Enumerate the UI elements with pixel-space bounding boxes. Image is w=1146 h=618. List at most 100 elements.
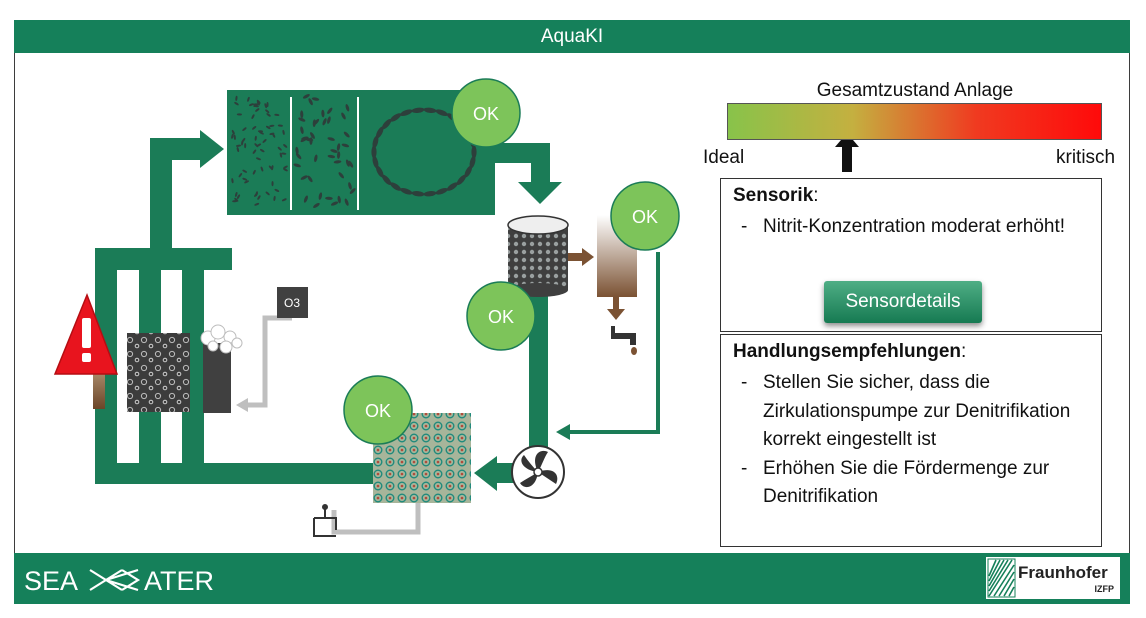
fish-shape [266, 125, 271, 130]
fish-shape [435, 109, 448, 117]
fish-shape [308, 98, 313, 106]
fish-shape [254, 192, 258, 197]
fish-shape [341, 112, 346, 120]
fish-shape [390, 182, 402, 191]
fish-shape [423, 190, 437, 197]
fish-shape [464, 165, 473, 178]
fish-shape [260, 166, 264, 172]
fish-shape [234, 101, 239, 106]
list-item: Stellen Sie sicher, dass die Zirkulation… [733, 369, 1089, 455]
fish-shape [456, 174, 467, 185]
fish-shape [327, 137, 335, 141]
fish-shape [313, 202, 320, 208]
recommendations-heading: Handlungsempfehlungen [733, 341, 961, 362]
ok-badge: OK [343, 375, 413, 445]
fish-shape [307, 175, 313, 183]
sensor-details-button[interactable]: Sensordetails [824, 281, 982, 323]
fish-shape [322, 118, 327, 126]
fish-shape [265, 191, 270, 196]
fish-shape [256, 157, 261, 161]
fish-shape [390, 113, 402, 122]
fish-shape [469, 155, 476, 169]
fish-shape [337, 151, 341, 159]
fish-shape [372, 155, 379, 169]
fish-shape [446, 182, 458, 191]
status-pointer-arrow [835, 133, 859, 172]
fish-shape [314, 154, 318, 163]
fish-shape [400, 187, 413, 195]
fish-shape [411, 190, 425, 197]
fish-shape [247, 96, 250, 102]
fish-shape [257, 195, 261, 200]
drain-tap-icon [611, 326, 636, 345]
fish-shape [241, 137, 246, 143]
status-high-label: kritisch [1056, 147, 1116, 168]
fish-shape [283, 165, 288, 169]
footer-bar [14, 553, 1130, 604]
fish-shape [321, 109, 325, 118]
fish-shape [257, 130, 264, 133]
fish-shape [252, 126, 257, 130]
fish-shape [327, 107, 333, 114]
svg-text:OK: OK [473, 104, 499, 124]
fish-shape [372, 135, 379, 149]
fish-shape [283, 168, 288, 172]
fish-shape [277, 146, 282, 151]
ozone-column [203, 343, 231, 413]
fish-shape [274, 188, 280, 192]
fish-shape [269, 124, 275, 127]
fish-shape [252, 169, 256, 175]
fish-shape [236, 147, 240, 153]
fish-shape [330, 201, 339, 206]
fish-shape [343, 131, 350, 138]
fish-shape [345, 159, 350, 167]
fish-shape [293, 163, 301, 168]
fish-shape [338, 172, 345, 179]
fish-shape [264, 103, 267, 109]
fish-shape [341, 143, 350, 148]
fish-shape [375, 126, 384, 139]
fish-shape [254, 135, 257, 141]
sensor-heading-row: Sensorik: [733, 185, 819, 206]
fish-shape [277, 124, 283, 127]
ok-badge: OK [451, 78, 521, 148]
fish-shape [234, 197, 239, 202]
fraunhofer-name: Fraunhofer [1018, 563, 1108, 582]
fish-shape [302, 94, 310, 99]
fish-shape [330, 149, 338, 153]
fish-shape [300, 126, 304, 134]
fish-shape [253, 104, 259, 108]
fish-shape [349, 188, 356, 194]
fish-shape [325, 196, 333, 200]
fish-shape [345, 104, 350, 112]
seawater-logo: SEA ATER [24, 566, 214, 596]
recommendations-panel: Handlungsempfehlungen: Stellen Sie siche… [720, 334, 1102, 547]
fish-shape [295, 146, 299, 155]
status-gradient-bar [727, 103, 1102, 140]
fish-shape [283, 144, 288, 148]
fish-shape [435, 187, 448, 195]
fish-shape [348, 160, 354, 168]
fish-shape [381, 119, 392, 130]
fish-shape [244, 143, 247, 149]
fish-shape [244, 180, 249, 184]
drum-filter [507, 215, 569, 297]
fish-shape [235, 144, 242, 147]
fish-shape [381, 174, 392, 185]
fish-shape [266, 113, 271, 117]
drain-valve-icon [313, 504, 337, 537]
fish-shape [236, 194, 241, 199]
fish-shape [242, 177, 248, 181]
fish-shape [265, 109, 270, 114]
svg-text:OK: OK [365, 401, 391, 421]
fish-tank [227, 90, 495, 215]
ok-badge: OK [466, 281, 536, 351]
fish-shape [255, 108, 260, 112]
fish-shape [310, 132, 315, 139]
recommendations-heading-row: Handlungsempfehlungen: [733, 341, 967, 362]
fish-shape [242, 169, 247, 173]
fish-shape [262, 139, 267, 143]
fish-shape [254, 202, 260, 206]
fish-shape [279, 152, 283, 158]
fish-shape [423, 107, 437, 114]
